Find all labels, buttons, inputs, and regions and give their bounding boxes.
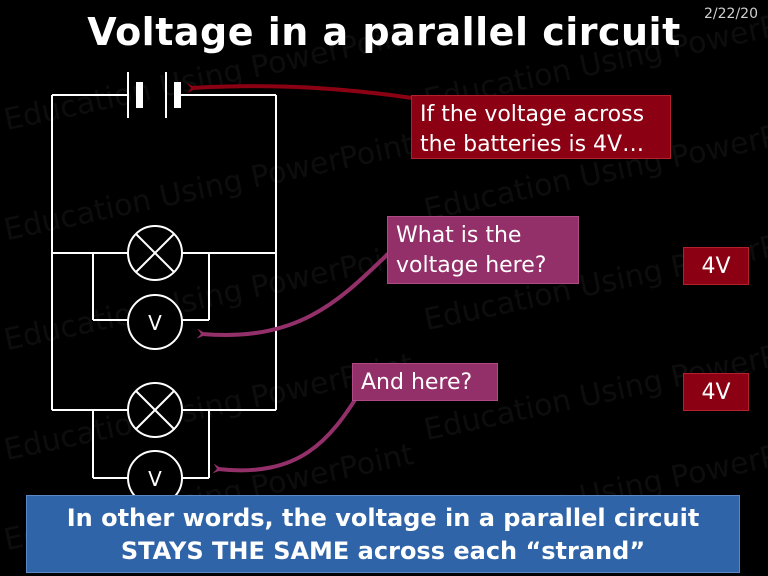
battery-icon — [127, 72, 181, 118]
answer-badge-2: 4V — [683, 373, 749, 411]
arrow-to-voltmeter-1 — [196, 250, 392, 339]
callout-and-here: And here? — [352, 363, 498, 401]
slide-title: Voltage in a parallel circuit — [87, 10, 681, 54]
callout-batteries: If the voltage across the batteries is 4… — [411, 95, 671, 159]
slide-date: 2/22/20 — [704, 6, 758, 22]
voltmeter-icon: V — [127, 294, 183, 350]
voltmeter-icon: V — [127, 450, 183, 506]
voltmeter-symbol: V — [148, 311, 162, 335]
arrow-to-voltmeter-2 — [212, 390, 362, 474]
callout-voltage-here: What is the voltage here? — [387, 216, 579, 284]
summary-line2: STAYS THE SAME across each “strand” — [120, 537, 646, 565]
answer-badge-1: 4V — [683, 247, 749, 285]
summary-line1: In other words, the voltage in a paralle… — [66, 504, 700, 532]
callout-voltage-line1: What is the — [396, 223, 522, 248]
arrow-to-battery — [186, 83, 413, 100]
callout-voltage-line2: voltage here? — [396, 253, 547, 278]
lamp-icon — [127, 225, 183, 281]
callout-batteries-line1: If the voltage across — [420, 102, 645, 127]
circuit-wires — [51, 94, 277, 479]
lamp-icon — [127, 382, 183, 438]
voltmeter-symbol: V — [148, 467, 162, 491]
callout-batteries-line2: the batteries is 4V… — [420, 132, 645, 157]
summary-banner: In other words, the voltage in a paralle… — [26, 495, 740, 573]
